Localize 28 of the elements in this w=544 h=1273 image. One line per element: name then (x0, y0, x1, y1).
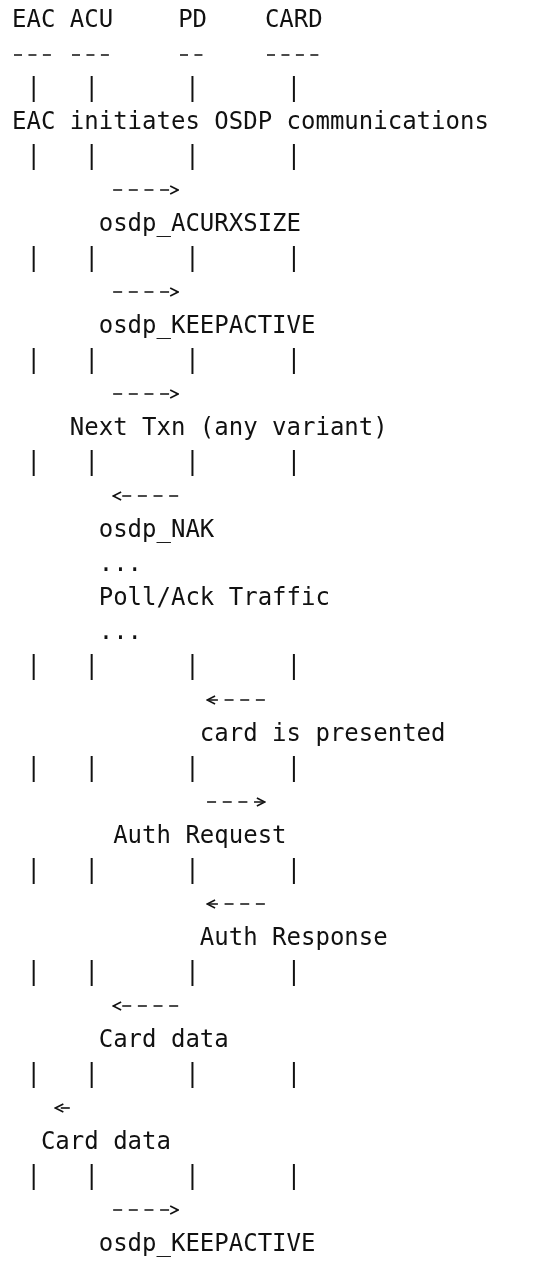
message-arrow (206, 899, 266, 909)
message-arrow (112, 491, 179, 501)
message-label: Auth Request (113, 820, 287, 850)
message-label: Card data (40, 1126, 171, 1156)
message-arrow (112, 287, 179, 297)
message-label: osdp_NAK (98, 514, 215, 544)
note-text: EAC initiates OSDP communications (12, 106, 489, 136)
note-text: Poll/Ack Traffic (98, 582, 330, 612)
message-label: Next Txn (any variant) (69, 412, 388, 442)
message-arrow (112, 389, 179, 399)
ellipsis-text: ... (98, 616, 143, 646)
message-label: card is presented (199, 718, 446, 748)
participant-header: ACU (69, 4, 114, 34)
message-label: osdp_KEEPACTIVE (98, 1228, 316, 1258)
ellipsis-text: ... (98, 548, 143, 578)
message-arrow (54, 1103, 71, 1113)
message-label: Auth Response (199, 922, 388, 952)
participant-header: PD (178, 4, 208, 34)
message-label: osdp_ACURXSIZE (98, 208, 301, 238)
message-arrow (112, 185, 179, 195)
message-label: Card data (98, 1024, 229, 1054)
message-arrow (112, 1205, 179, 1215)
message-arrow (206, 695, 266, 705)
message-arrow (206, 797, 266, 807)
message-label: osdp_KEEPACTIVE (98, 310, 316, 340)
participant-header: CARD (264, 4, 323, 34)
message-arrow (112, 1001, 179, 1011)
participant-header: EAC (12, 4, 56, 34)
